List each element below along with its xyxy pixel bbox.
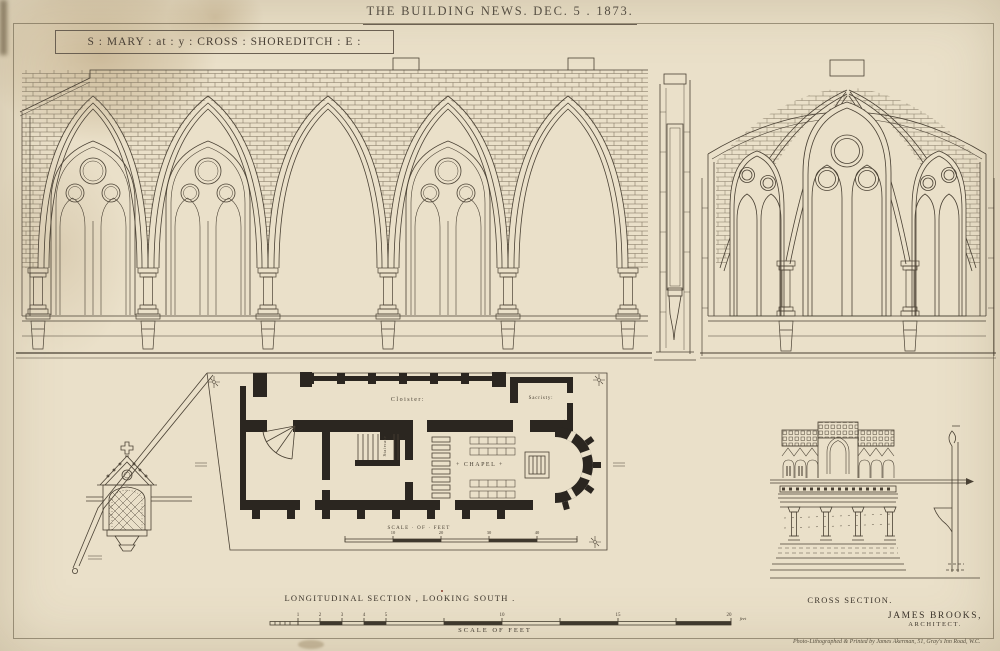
floor-lines xyxy=(16,315,652,359)
traceried-window xyxy=(405,140,491,316)
scale-tick: 2 xyxy=(319,613,322,618)
floor-lines xyxy=(700,315,996,359)
masthead: THE BUILDING NEWS. DEC. 5 . 1873. xyxy=(366,4,634,18)
arcade-columns xyxy=(25,267,641,320)
roof-line xyxy=(19,57,648,316)
staircase-treads xyxy=(262,425,399,460)
traceried-window xyxy=(165,140,251,316)
site-boundary xyxy=(71,372,625,574)
chapel-label: + CHAPEL + xyxy=(456,462,504,468)
section-profile xyxy=(933,425,966,572)
altar-columns xyxy=(787,506,897,541)
scale-tick: 20 xyxy=(727,613,733,618)
scan-edge-artifact xyxy=(0,0,7,55)
longitudinal-caption: LONGITUDINAL SECTION , LOOKING SOUTH . xyxy=(284,593,516,603)
plan-scale-tick: 10 xyxy=(391,530,396,535)
plan-scale-bar: 10 20 30 40 SCALE · OF · FEET xyxy=(344,526,578,543)
cross-section-drawing xyxy=(700,59,996,359)
architect-credit: JAMES BROOKS, ARCHITECT. xyxy=(875,611,995,628)
staircase-label: Staircase xyxy=(382,436,387,457)
ink-speck xyxy=(441,590,443,592)
survey-mark xyxy=(207,375,221,389)
scale-tick: 1 xyxy=(297,613,300,618)
plate-border xyxy=(13,23,994,639)
survey-mark xyxy=(588,535,602,549)
ground-plan-drawing: 10 20 30 40 SCALE · OF · FEET Cloister: … xyxy=(71,372,625,574)
apse-buttresses xyxy=(561,419,601,511)
scale-tick: 4 xyxy=(363,613,366,618)
scale-tick: 10 xyxy=(500,613,506,618)
traceried-window xyxy=(50,140,136,316)
cloister-label: Cloister: xyxy=(391,397,425,403)
scale-tick: 15 xyxy=(616,613,622,618)
column-pedestals xyxy=(30,320,636,350)
printer-imprint: Photo-Lithographed & Printed by James Ak… xyxy=(793,639,981,645)
scale-unit: feet xyxy=(740,616,747,621)
east-windows xyxy=(729,101,967,317)
plan-scale-label: SCALE · OF · FEET xyxy=(388,526,451,531)
main-scale-label: SCALE OF FEET xyxy=(458,627,532,634)
apse-windows xyxy=(566,430,592,500)
architect-name: JAMES BROOKS, xyxy=(887,611,983,621)
survey-mark xyxy=(592,373,606,387)
scale-tick: 3 xyxy=(341,613,344,618)
longitudinal-section-drawing xyxy=(16,57,652,359)
arcade-arches xyxy=(37,95,629,269)
shrine-lattice xyxy=(109,489,145,530)
cross-caption: CROSS SECTION. xyxy=(807,595,893,605)
altar-detail-drawing xyxy=(770,421,980,579)
vault-webs xyxy=(22,70,648,268)
wall-section-strip xyxy=(654,73,696,361)
scale-tick: 5 xyxy=(385,613,388,618)
altar-base xyxy=(770,543,980,579)
plan-walls xyxy=(240,372,593,519)
paper-stain xyxy=(298,640,324,649)
plan-scale-tick: 20 xyxy=(439,530,444,535)
shrine-detail-drawing xyxy=(86,441,192,552)
masthead-rule xyxy=(363,24,637,25)
scale-segments xyxy=(320,621,731,625)
plate-title: S : MARY : at : y : CROSS : SHOREDITCH :… xyxy=(55,30,394,54)
masonry-texture xyxy=(778,513,898,554)
architect-title: ARCHITECT. xyxy=(908,621,962,628)
chapel-furniture xyxy=(431,436,550,499)
wall-line-arrow xyxy=(966,478,974,485)
main-scale-bar: 1 2 3 4 5 10 15 20 feet xyxy=(269,613,747,626)
plan-scale-tick: 40 xyxy=(535,530,540,535)
plan-scale-tick: 30 xyxy=(487,530,492,535)
sacristy-label: Sacristy: xyxy=(529,396,554,401)
